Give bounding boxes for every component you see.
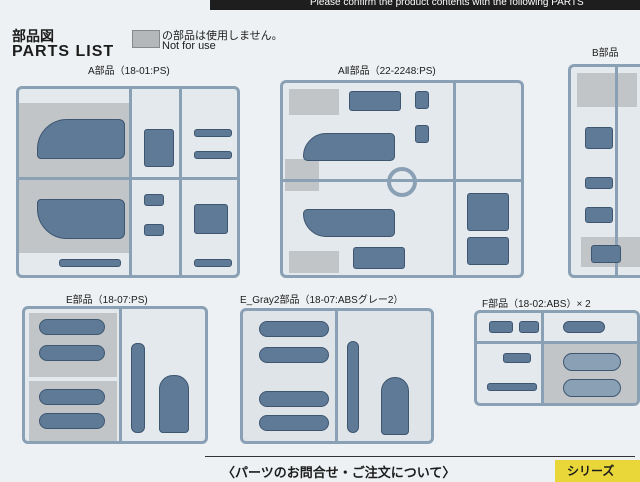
legend-swatch: [132, 30, 160, 48]
sprue-runner: [129, 89, 132, 275]
small-part: [519, 321, 539, 333]
legend-text-en: Not for use: [162, 40, 216, 52]
small-part: [194, 259, 232, 267]
not-used-area: [289, 251, 339, 273]
small-part: [194, 129, 232, 137]
small-part: [144, 224, 164, 236]
small-part: [349, 91, 401, 111]
cylinder-part: [259, 347, 329, 363]
small-part: [415, 91, 429, 109]
small-part: [144, 194, 164, 206]
small-part: [194, 204, 228, 234]
sprue-a2-label: AⅡ部品（22-2248:PS): [338, 66, 436, 77]
sprue-eg-label: E_Gray2部品（18-07:ABSグレー2）: [240, 295, 404, 306]
page-title: PARTS LIST: [12, 43, 115, 60]
page-title-jp: 部品図: [12, 28, 54, 44]
figure-part: [159, 375, 189, 433]
sprue-runner: [335, 311, 338, 441]
cylinder-part: [39, 413, 105, 429]
small-part: [585, 177, 613, 189]
top-bar: [210, 0, 640, 10]
small-part: [489, 321, 513, 333]
sprue-a: [16, 86, 240, 278]
series-badge: シリーズ: [555, 460, 640, 482]
sprue-runner: [119, 309, 122, 441]
sprue-a-label: A部品（18-01:PS): [88, 66, 170, 77]
cylinder-part: [259, 321, 329, 337]
small-part: [503, 353, 531, 363]
canopy-part: [563, 379, 621, 397]
sprue-runner: [179, 89, 182, 275]
sprue-runner: [453, 83, 456, 275]
cylinder-part: [39, 319, 105, 335]
series-badge-label: シリーズ: [567, 464, 615, 478]
small-part: [194, 151, 232, 159]
sprue-runner: [615, 67, 618, 275]
sprue-b: [568, 64, 640, 278]
cylinder-part: [259, 415, 329, 431]
legend-text-jp: の部品は使用しません。: [162, 30, 283, 42]
footer-heading: 〈パーツのお問合せ・ご注文について〉: [222, 465, 456, 480]
sprue-f-label: F部品（18-02:ABS）× 2: [482, 299, 591, 310]
not-used-area: [285, 159, 319, 191]
small-part: [353, 247, 405, 269]
confirm-notice: Please confirm the product contents with…: [310, 0, 584, 8]
sprue-runner: [19, 177, 237, 180]
small-part: [144, 129, 174, 167]
long-part: [347, 341, 359, 433]
sprue-a2: [280, 80, 524, 278]
small-part: [467, 193, 509, 231]
sprue-e-label: E部品（18-07:PS): [66, 295, 148, 306]
long-part: [131, 343, 145, 433]
wing-part: [37, 199, 125, 239]
small-part: [415, 125, 429, 143]
cylinder-part: [39, 345, 105, 361]
figure-part: [381, 377, 409, 435]
sprue-f: [474, 310, 640, 406]
sprue-b-label: B部品: [592, 48, 619, 59]
sprue-ring: [387, 167, 417, 197]
small-part: [585, 127, 613, 149]
small-part: [59, 259, 121, 267]
wing-part: [37, 119, 125, 159]
cylinder-part: [39, 389, 105, 405]
sprue-runner: [541, 313, 544, 403]
cylinder-part: [259, 391, 329, 407]
small-part: [591, 245, 621, 263]
sprue-e: [22, 306, 208, 444]
small-part: [585, 207, 613, 223]
small-part: [467, 237, 509, 265]
small-part: [487, 383, 537, 391]
footer-divider: [205, 456, 635, 457]
wing-part: [303, 133, 395, 161]
canopy-part: [563, 353, 621, 371]
sprue-eg: [240, 308, 434, 444]
wing-part: [303, 209, 395, 237]
small-part: [563, 321, 605, 333]
not-used-area: [577, 73, 637, 107]
not-used-area: [289, 89, 339, 115]
sprue-runner: [477, 341, 637, 344]
